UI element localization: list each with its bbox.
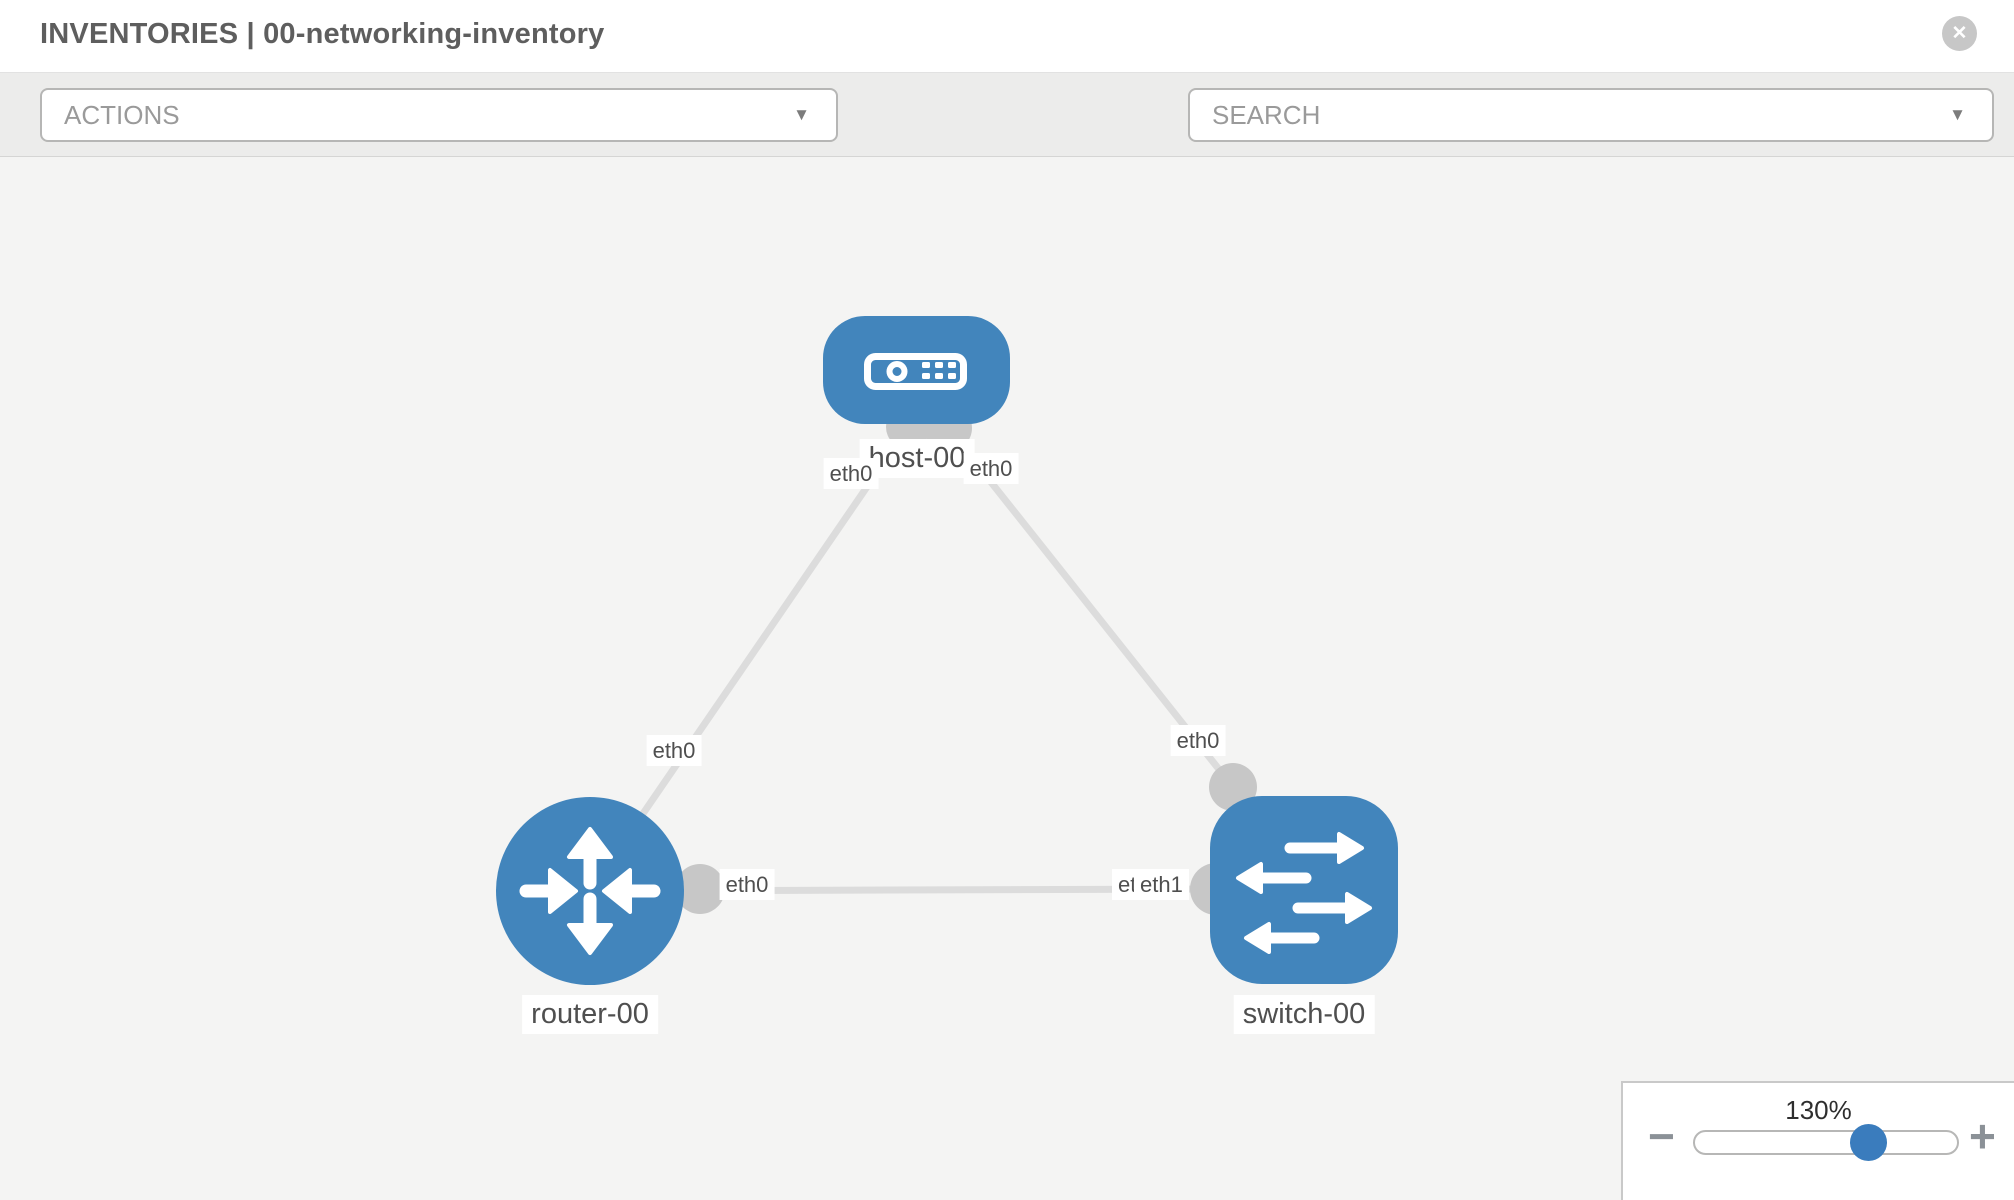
header: INVENTORIES | 00-networking-inventory ✕: [0, 0, 2014, 73]
toolbar: ACTIONS ▼ SEARCH ▼: [0, 73, 2014, 211]
port-label-host-eth0-left: eth0: [823, 458, 879, 490]
chevron-down-icon: ▼: [793, 105, 810, 124]
search-dropdown[interactable]: SEARCH ▼: [1188, 88, 1994, 142]
zoom-slider[interactable]: [1693, 1124, 1959, 1161]
zoom-level: 130%: [1785, 1095, 1852, 1125]
port-label-router-eth0: eth0: [719, 869, 775, 901]
zoom-slider-thumb[interactable]: [1850, 1124, 1887, 1161]
zoom-out-button[interactable]: −: [1648, 1110, 1675, 1162]
close-icon: ✕: [1951, 23, 1968, 44]
actions-dropdown-label: ACTIONS: [64, 99, 180, 130]
topology-canvas[interactable]: host-00 eth0 eth0 eth0 eth0 eth0 eth0 et…: [0, 157, 2014, 1200]
port-label-host-eth0-right: eth0: [963, 453, 1019, 485]
host-icon: [864, 353, 967, 390]
topology-links-layer: [587, 404, 1257, 915]
chevron-down-icon: ▼: [1949, 105, 1966, 124]
port-label-link-host-switch: eth0: [1170, 725, 1226, 757]
node-label-router-00: router-00: [522, 995, 658, 1035]
switch-icon: [1236, 832, 1372, 954]
page-title: INVENTORIES | 00-networking-inventory: [40, 18, 605, 50]
node-label-host-00: host-00: [859, 439, 975, 479]
router-icon: [519, 827, 661, 955]
search-dropdown-label: SEARCH: [1212, 99, 1321, 130]
zoom-panel: 130% − +: [1621, 1081, 2014, 1200]
node-switch-00[interactable]: [1210, 796, 1398, 984]
node-host-00[interactable]: [823, 316, 1010, 424]
node-label-switch-00: switch-00: [1233, 995, 1375, 1035]
port-router-eth0: [675, 864, 725, 914]
close-button[interactable]: ✕: [1942, 16, 1977, 51]
actions-dropdown[interactable]: ACTIONS ▼: [40, 88, 838, 142]
zoom-in-button[interactable]: +: [1969, 1110, 1996, 1162]
port-label-link-router-host: eth0: [646, 735, 702, 767]
node-router-00[interactable]: [496, 797, 684, 985]
port-label-switch-eth1: eth1: [1134, 869, 1189, 901]
